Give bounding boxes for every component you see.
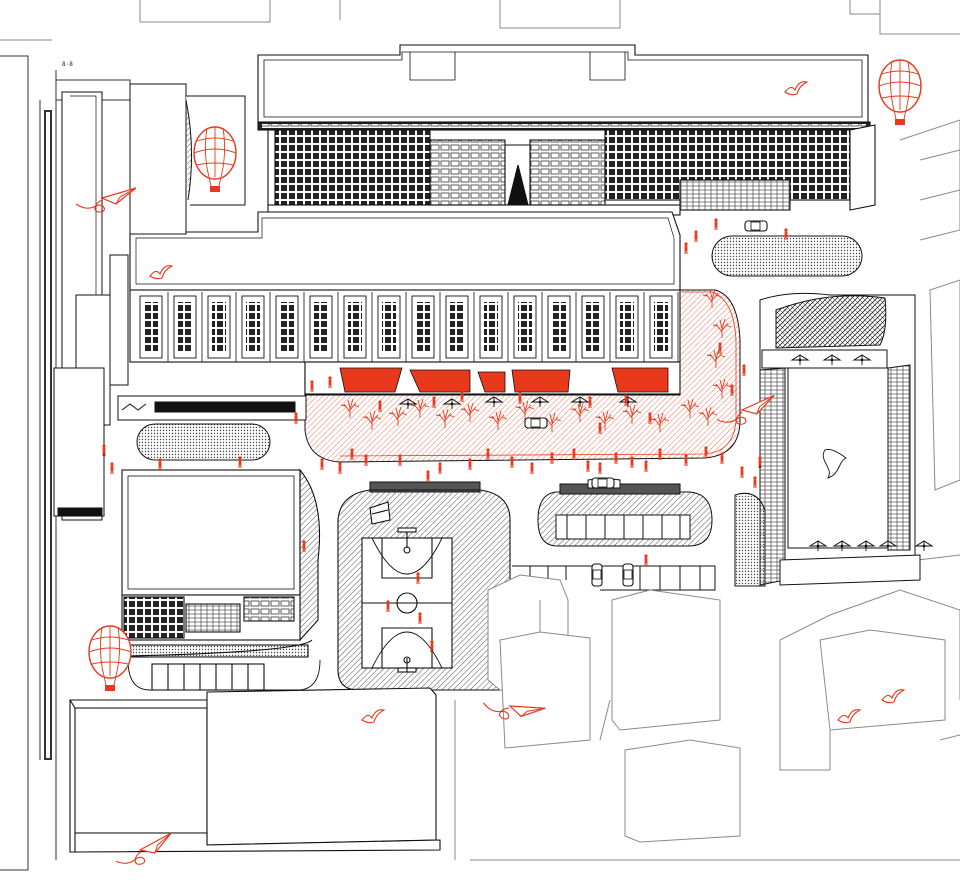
person-icon xyxy=(363,453,369,467)
car-icon xyxy=(622,563,634,587)
person-icon xyxy=(713,217,719,231)
person-icon xyxy=(293,411,299,425)
window-grid xyxy=(348,302,362,352)
window-grid xyxy=(552,302,566,352)
hot-air-balloon-icon xyxy=(878,59,922,126)
person-icon xyxy=(337,461,343,475)
entrance-canopies xyxy=(339,367,669,393)
car-icon xyxy=(744,220,768,232)
gym-building xyxy=(121,468,321,691)
window-grid xyxy=(484,302,498,352)
person-icon xyxy=(109,461,115,475)
person-icon xyxy=(683,453,689,467)
person-icon xyxy=(719,451,725,465)
person-icon xyxy=(237,455,243,469)
umbrella-icon xyxy=(915,540,933,552)
basketball-court-area xyxy=(337,489,511,691)
east-sports-hall xyxy=(734,292,921,587)
person-icon xyxy=(397,453,403,467)
person-icon xyxy=(467,457,473,471)
central-building-window-columns xyxy=(139,292,679,362)
window-grid xyxy=(314,302,328,352)
hot-air-balloon-icon xyxy=(88,625,132,692)
window-grid xyxy=(246,302,260,352)
window-grid xyxy=(178,302,192,352)
corner-mark: 8·8 xyxy=(62,61,73,68)
person-icon xyxy=(549,451,555,465)
window-grid xyxy=(518,302,532,352)
person-icon xyxy=(157,457,163,471)
person-icon xyxy=(425,469,431,483)
person-icon xyxy=(643,459,649,473)
person-icon xyxy=(613,451,619,465)
south-west-blocks xyxy=(69,687,441,853)
person-icon xyxy=(509,455,515,469)
person-icon xyxy=(741,363,747,377)
person-icon xyxy=(529,461,535,475)
car-icon xyxy=(591,477,615,489)
window-grid xyxy=(212,302,226,352)
context-buildings xyxy=(0,0,960,561)
south-parking-strip xyxy=(512,565,716,591)
window-grid xyxy=(586,302,600,352)
window-grid xyxy=(280,302,294,352)
window-grid xyxy=(450,302,464,352)
person-icon xyxy=(585,459,591,473)
south-east-context-blocks xyxy=(454,574,960,861)
window-grid xyxy=(144,302,158,352)
car-icon xyxy=(524,417,548,429)
person-icon xyxy=(437,461,443,475)
north-main-building xyxy=(257,44,876,216)
person-icon xyxy=(683,241,689,255)
parking-islands xyxy=(136,235,863,547)
person-icon xyxy=(752,475,758,489)
car-icon xyxy=(591,563,603,587)
west-walkway xyxy=(117,395,307,421)
person-icon xyxy=(693,229,699,243)
window-grid xyxy=(416,302,430,352)
window-grid xyxy=(654,302,668,352)
person-icon xyxy=(629,455,635,469)
window-grid xyxy=(620,302,634,352)
person-icon xyxy=(739,465,745,479)
person-icon xyxy=(319,457,325,471)
courtyard-plaza xyxy=(304,289,741,463)
person-icon xyxy=(643,553,649,567)
window-grid xyxy=(382,302,396,352)
person-icon xyxy=(597,461,603,475)
